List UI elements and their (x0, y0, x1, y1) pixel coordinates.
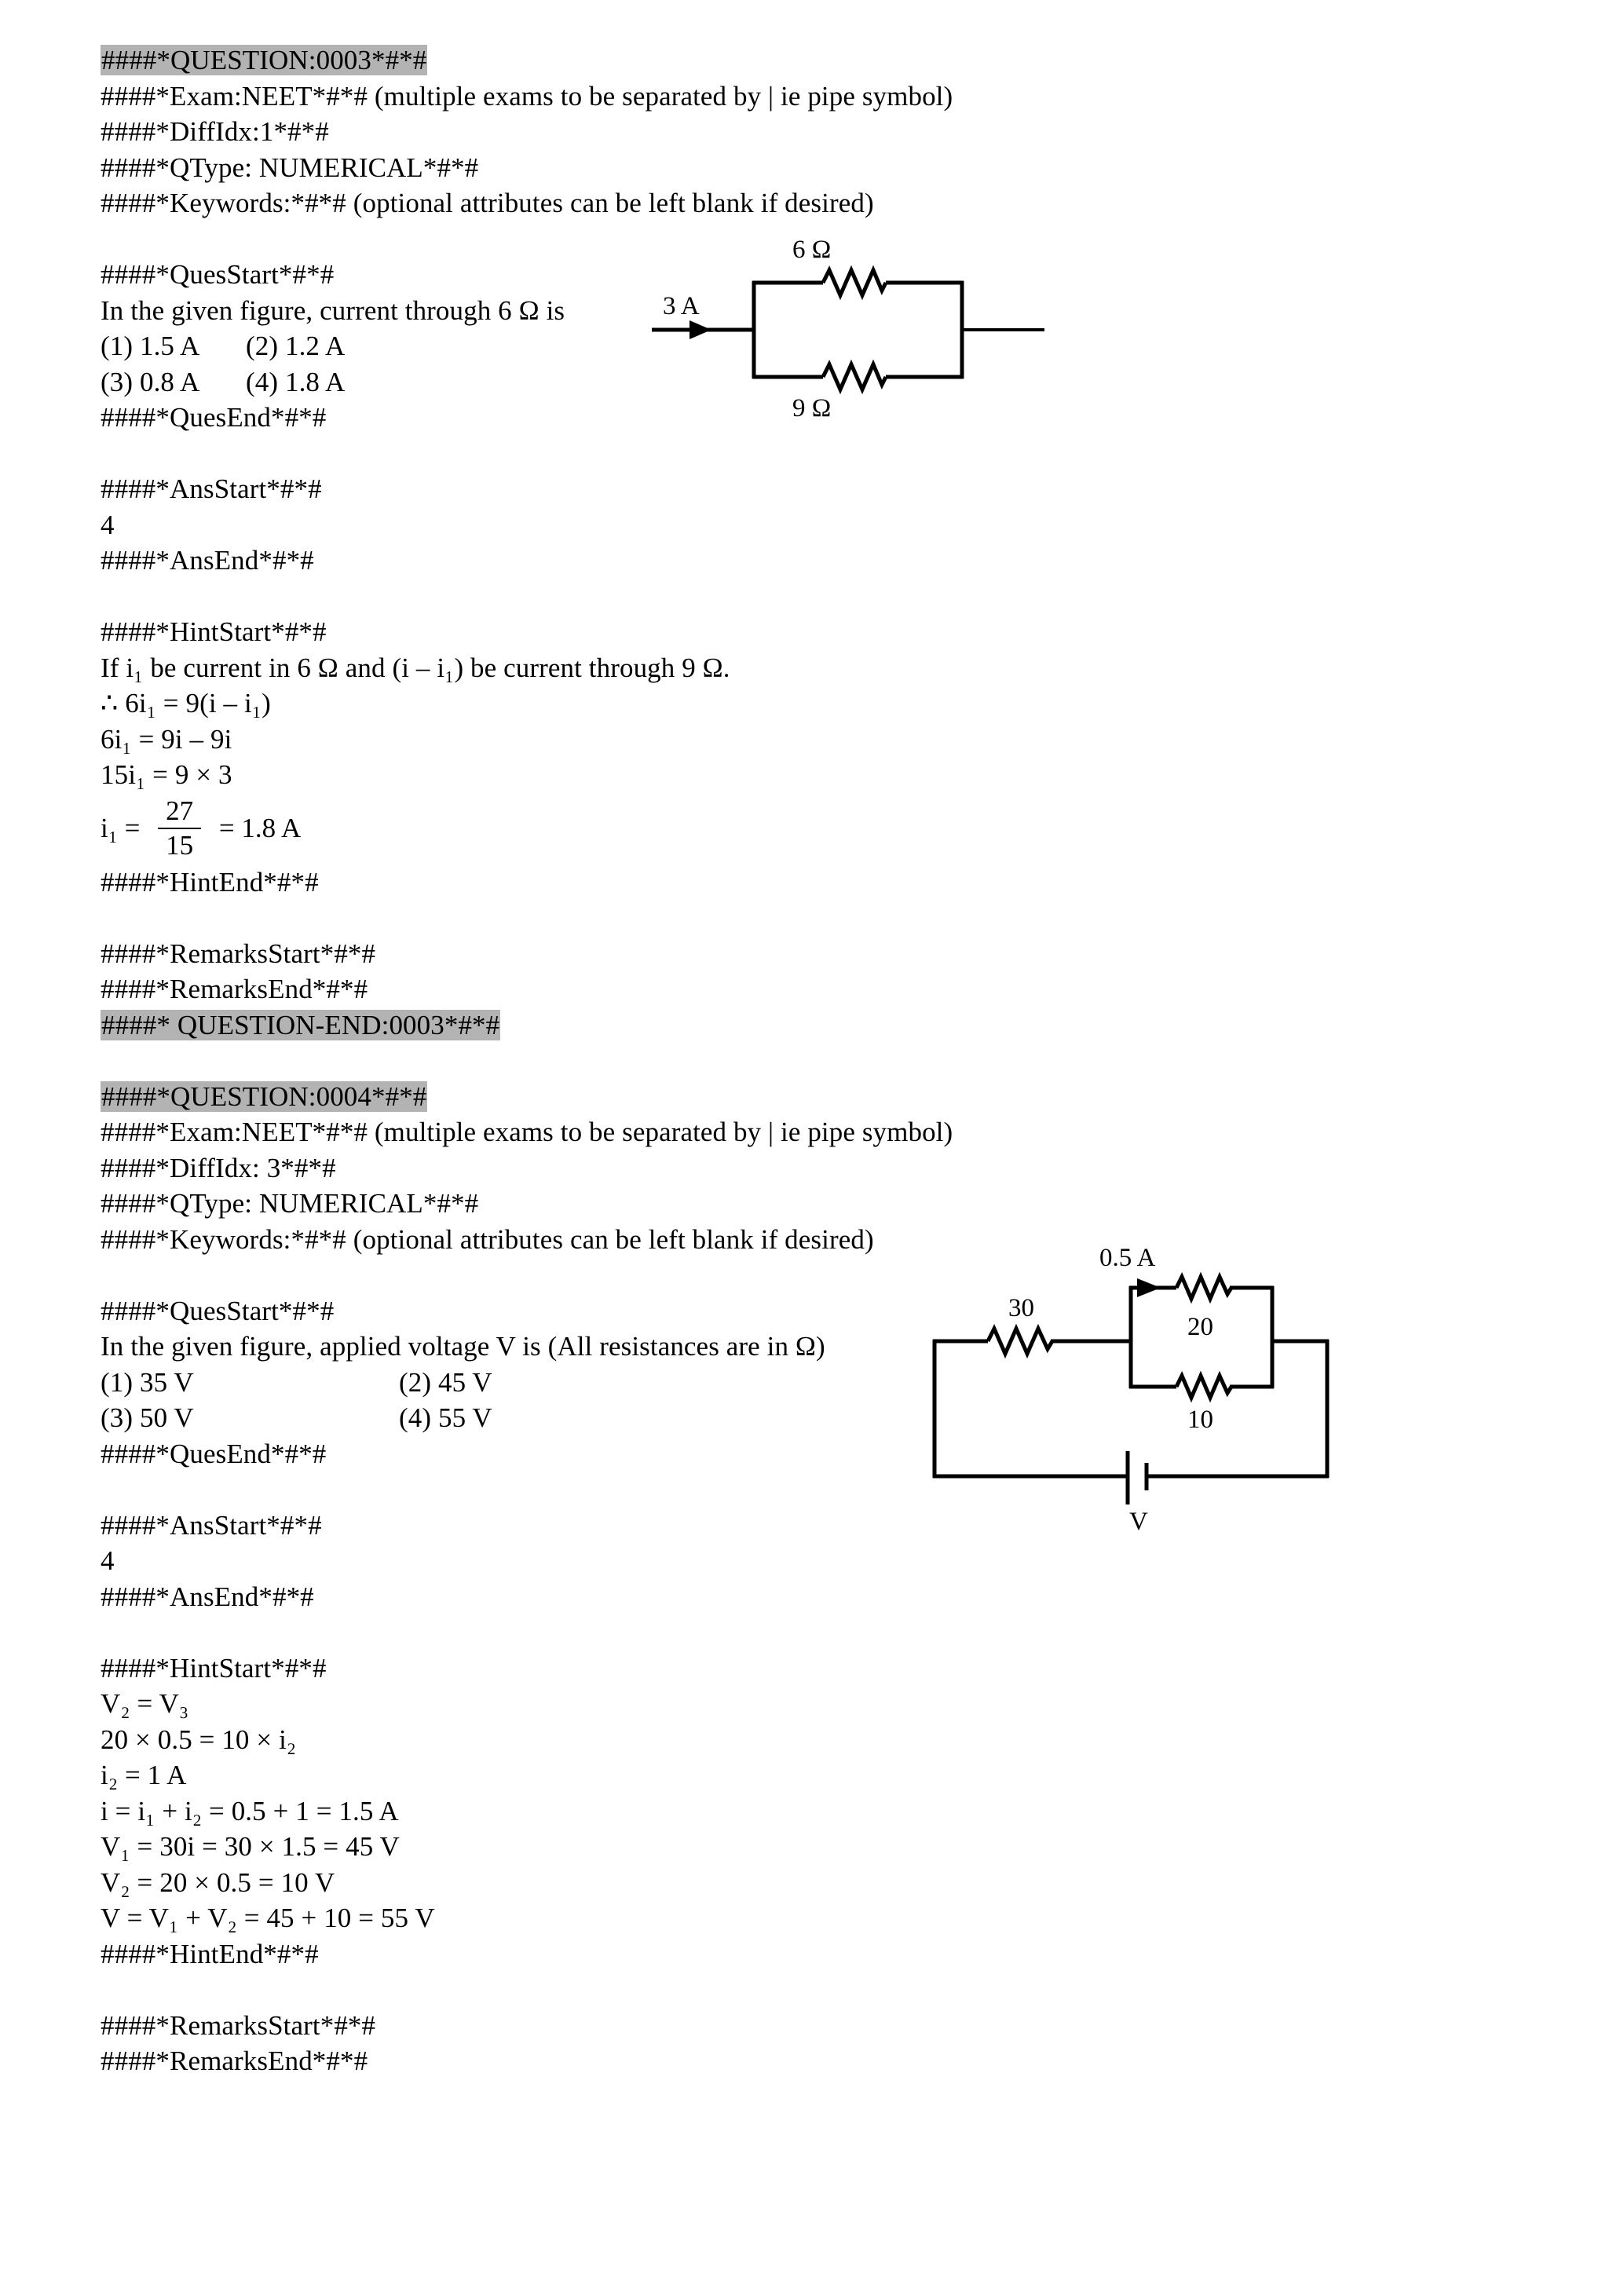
question-0004-keywords-line: ####*Keywords:*#*# (optional attributes … (101, 1223, 874, 1255)
figure1-resistor-top-label: 6 Ω (792, 236, 831, 264)
question-0004-hint-start-marker: ####*HintStart*#*# (101, 1652, 327, 1684)
question-0003-end-marker: ####* QUESTION-END:0003*#*# (101, 1007, 1545, 1044)
question-0004-remarks-start-marker: ####*RemarksStart*#*# (101, 2009, 376, 2041)
question-0004-hint-end-marker: ####*HintEnd*#*# (101, 1938, 319, 1969)
figure-series-parallel-circuit: 30 20 10 0.5 A V (887, 1241, 1508, 1555)
figure2-resistor-top-label: 20 (1187, 1313, 1213, 1341)
question-0003-keywords-line: ####*Keywords:*#*# (optional attributes … (101, 188, 874, 218)
spacer (101, 1972, 1545, 2008)
question-0003-hint-end-marker: ####*HintEnd*#*# (101, 866, 319, 898)
question-0003-option-1: (1) 1.5 A (101, 328, 246, 364)
question-0004-option-3-text: 50 V (139, 1402, 194, 1433)
question-0003-option-1-label: (1) (101, 331, 134, 361)
spacer (101, 900, 1545, 936)
document-body: ####*QUESTION:0003*#*# ####*Exam:NEET*#*… (101, 42, 1545, 2079)
question-0004-stem: In the given figure, applied voltage V i… (101, 1331, 825, 1362)
question-0004-option-3-label: (3) (101, 1402, 134, 1433)
question-0003-option-4-text: 1.8 A (284, 366, 346, 397)
question-0004-qtype-line: ####*QType: NUMERICAL*#*# (101, 1188, 479, 1219)
question-0003-stem: In the given figure, current through 6 Ω… (101, 294, 565, 326)
spacer (101, 1614, 1545, 1651)
figure2-battery-label: V (1129, 1508, 1148, 1536)
question-0003-option-2-label: (2) (246, 331, 279, 361)
question-0004-hint-line-7: V = V₁ + V₂ = 45 + 10 = 55 V (101, 1903, 435, 1933)
question-0003-ques-start-marker: ####*QuesStart*#*# (101, 259, 335, 290)
question-0004-hint-line-2: 20 × 0.5 = 10 × i₂ (101, 1724, 297, 1755)
question-0004-answer-value: 4 (101, 1545, 115, 1576)
question-0003-option-row-1: (1) 1.5 A(2) 1.2 A (101, 328, 1545, 364)
question-0003-option-2: (2) 1.2 A (246, 331, 345, 361)
spacer (101, 436, 1545, 472)
question-0003-answer-value: 4 (101, 509, 115, 540)
question-0004-ans-end-marker: ####*AnsEnd*#*# (101, 1581, 314, 1612)
question-0004-hint-line-3: i₂ = 1 A (101, 1760, 187, 1790)
fraction-27-over-15: 27 15 (158, 795, 202, 862)
question-0003-option-3-label: (3) (101, 366, 134, 397)
question-0003-start-marker-text: ####*QUESTION:0003*#*# (101, 45, 428, 75)
question-0003-remarks-start-marker: ####*RemarksStart*#*# (101, 938, 376, 969)
question-0003-hint-fraction: i₁ = 27 15 = 1.8 A (101, 793, 1545, 865)
question-0004-diffidx-line: ####*DiffIdx: 3*#*# (101, 1152, 336, 1183)
question-0003-option-3-text: 0.8 A (139, 366, 200, 397)
spacer (101, 579, 1545, 615)
question-0003-ans-start-marker: ####*AnsStart*#*# (101, 473, 322, 504)
question-0004-option-2-label: (2) (399, 1366, 432, 1398)
question-0004-option-1: (1) 35 V (101, 1365, 399, 1401)
question-0003-ans-end-marker: ####*AnsEnd*#*# (101, 545, 314, 576)
fraction-rhs: = 1.8 A (212, 813, 302, 844)
figure2-resistor-series-label: 30 (1008, 1294, 1034, 1322)
question-0004-option-row-2: (3) 50 V(4) 55 V (101, 1400, 1545, 1436)
question-0004-ans-start-marker: ####*AnsStart*#*# (101, 1509, 322, 1541)
question-0003-option-row-2: (3) 0.8 A(4) 1.8 A (101, 364, 1545, 400)
question-0003-hint-line-2: ∴ 6i₁ = 9(i – i₁) (101, 688, 271, 718)
question-0003-option-1-text: 1.5 A (139, 331, 200, 361)
fraction-numerator: 27 (166, 795, 194, 826)
figure1-resistor-bottom-label: 9 Ω (792, 394, 831, 422)
question-0004-exam-line: ####*Exam:NEET*#*# (multiple exams to be… (101, 1117, 953, 1147)
question-0003-option-4: (4) 1.8 A (246, 367, 345, 397)
question-0004-option-1-label: (1) (101, 1366, 134, 1398)
question-0004-start-marker-text: ####*QUESTION:0004*#*# (101, 1080, 428, 1112)
question-0004-ques-end-marker: ####*QuesEnd*#*# (101, 1438, 327, 1469)
figure-parallel-resistor-circuit: 6 Ω 9 Ω 3 A (644, 236, 1068, 432)
question-0003-hint-line-4: 15i₁ = 9 × 3 (101, 759, 232, 790)
question-0003-diffidx-line: ####*DiffIdx:1*#*# (101, 116, 329, 147)
fraction-denominator: 15 (158, 828, 202, 862)
question-0004-hint-line-6: V₂ = 20 × 0.5 = 10 V (101, 1866, 335, 1898)
question-0003-option-4-label: (4) (246, 366, 279, 397)
fraction-lhs: i₁ = (101, 813, 148, 844)
question-0004-option-3: (3) 50 V (101, 1400, 399, 1436)
question-0004-option-4-label: (4) (399, 1402, 432, 1433)
question-0003-ques-end-marker: ####*QuesEnd*#*# (101, 402, 327, 433)
question-0004-ques-start-marker: ####*QuesStart*#*# (101, 1295, 335, 1326)
question-0004-option-4: (4) 55 V (399, 1402, 492, 1433)
question-0004-option-1-text: 35 V (139, 1366, 194, 1398)
figure1-current-label: 3 A (663, 292, 700, 320)
question-0004-start-marker: ####*QUESTION:0004*#*# (101, 1079, 1545, 1115)
question-0003-option-3: (3) 0.8 A (101, 364, 246, 400)
question-0004-option-2: (2) 45 V (399, 1367, 492, 1398)
question-0003-end-marker-text: ####* QUESTION-END:0003*#*# (101, 1009, 501, 1040)
question-0003-exam-line: ####*Exam:NEET*#*# (multiple exams to be… (101, 80, 953, 112)
figure2-resistor-bottom-label: 10 (1187, 1406, 1213, 1434)
question-0004-hint-line-5: V₁ = 30i = 30 × 1.5 = 45 V (101, 1831, 400, 1862)
question-0003-qtype-line: ####*QType: NUMERICAL*#*# (101, 152, 479, 183)
spacer (101, 1043, 1545, 1079)
figure2-current-label: 0.5 A (1099, 1244, 1156, 1272)
question-0004-option-2-text: 45 V (437, 1366, 492, 1398)
question-0003-hint-line-3: 6i₁ = 9i – 9i (101, 723, 232, 755)
question-0003-start-marker: ####*QUESTION:0003*#*# (101, 42, 1545, 79)
question-0003-hint-line-1: If i₁ be current in 6 Ω and (i – i₁) be … (101, 652, 730, 683)
question-0004-option-row-1: (1) 35 V(2) 45 V (101, 1365, 1545, 1401)
question-0004-hint-line-4: i = i₁ + i₂ = 0.5 + 1 = 1.5 A (101, 1795, 399, 1826)
question-0004-remarks-end-marker: ####*RemarksEnd*#*# (101, 2046, 368, 2076)
question-0003-remarks-end-marker: ####*RemarksEnd*#*# (101, 974, 368, 1004)
question-0004-hint-line-1: V₂ = V₃ (101, 1688, 189, 1719)
question-0004-option-4-text: 55 V (437, 1402, 492, 1433)
question-0003-hint-start-marker: ####*HintStart*#*# (101, 616, 327, 647)
question-0003-option-2-text: 1.2 A (284, 331, 346, 361)
